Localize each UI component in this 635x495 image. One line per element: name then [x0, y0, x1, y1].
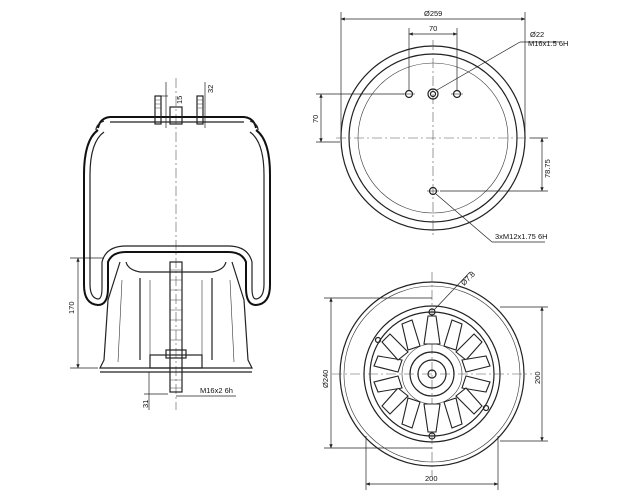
dim-stud-right: 32 [206, 85, 215, 93]
offset-dimension [316, 93, 404, 143]
bottom-dim-width: 200 [425, 474, 438, 483]
top-plate [95, 116, 259, 131]
bottom-width-dimension [365, 436, 499, 490]
bottom-dim-height: 200 [533, 371, 542, 384]
stud-dimensions [160, 82, 206, 128]
top-dim-offset: 70 [311, 115, 320, 123]
bottom-view: Ø7.8 Ø240 200 200 [321, 270, 548, 490]
upper-studs [154, 95, 204, 125]
top-diameter-dimension [340, 12, 526, 138]
top-dim-hole-diameter: Ø22 [530, 30, 544, 39]
top-dim-spacing: 70 [429, 24, 437, 33]
bottom-dimension [144, 371, 168, 410]
bottom-dim-hole: Ø7.8 [459, 270, 477, 288]
mounting-holes [403, 88, 463, 196]
top-dim-diameter: Ø259 [424, 9, 442, 18]
spacing-dimension [408, 28, 458, 90]
top-holes-note: 3xM12x1.75 6H [495, 232, 548, 241]
rubber-bellows [83, 129, 271, 307]
dim-stud-left: 15 [175, 96, 184, 104]
piston-ribs [373, 315, 491, 433]
bottom-dim-diameter: Ø240 [321, 370, 330, 388]
top-dim-vertical: 78.75 [543, 159, 552, 178]
side-view: 15 32 170 31 M16x2 6h [67, 78, 271, 410]
top-dim-hole-thread: M16x1.5 6H [528, 39, 568, 48]
height-dimension [70, 257, 104, 369]
bottom-height-dimension [500, 306, 548, 442]
thread-label: M16x2 6h [200, 386, 233, 395]
vertical-dimension [440, 137, 548, 192]
bottom-diameter-dimension [324, 297, 432, 449]
center-bolt [165, 261, 187, 393]
dim-height: 170 [67, 301, 76, 314]
dim-bottom: 31 [141, 400, 150, 408]
top-view: Ø259 70 Ø22 M16x1.5 6H 70 78.75 3 [311, 9, 568, 243]
